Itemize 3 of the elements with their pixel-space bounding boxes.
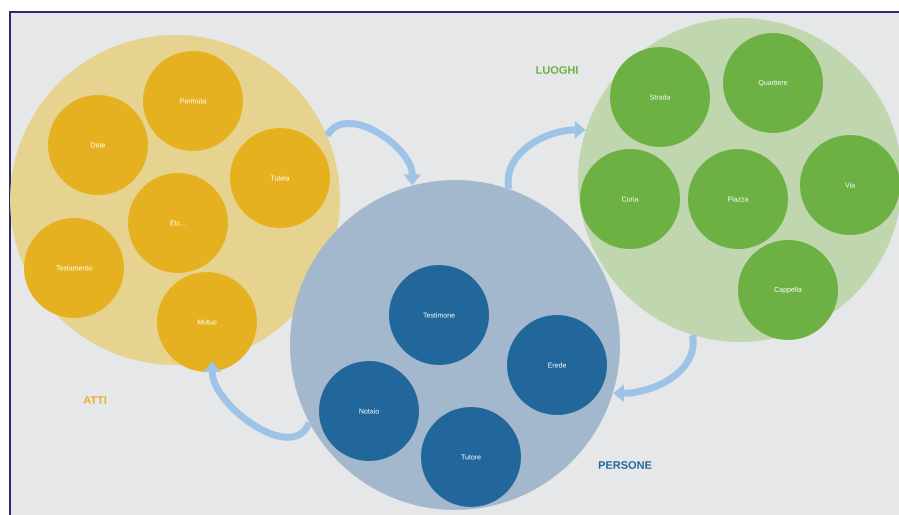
group-heading: PERSONE xyxy=(598,461,652,469)
group-heading: LUOGHI xyxy=(536,66,578,74)
group-heading: ATTI xyxy=(83,396,106,404)
